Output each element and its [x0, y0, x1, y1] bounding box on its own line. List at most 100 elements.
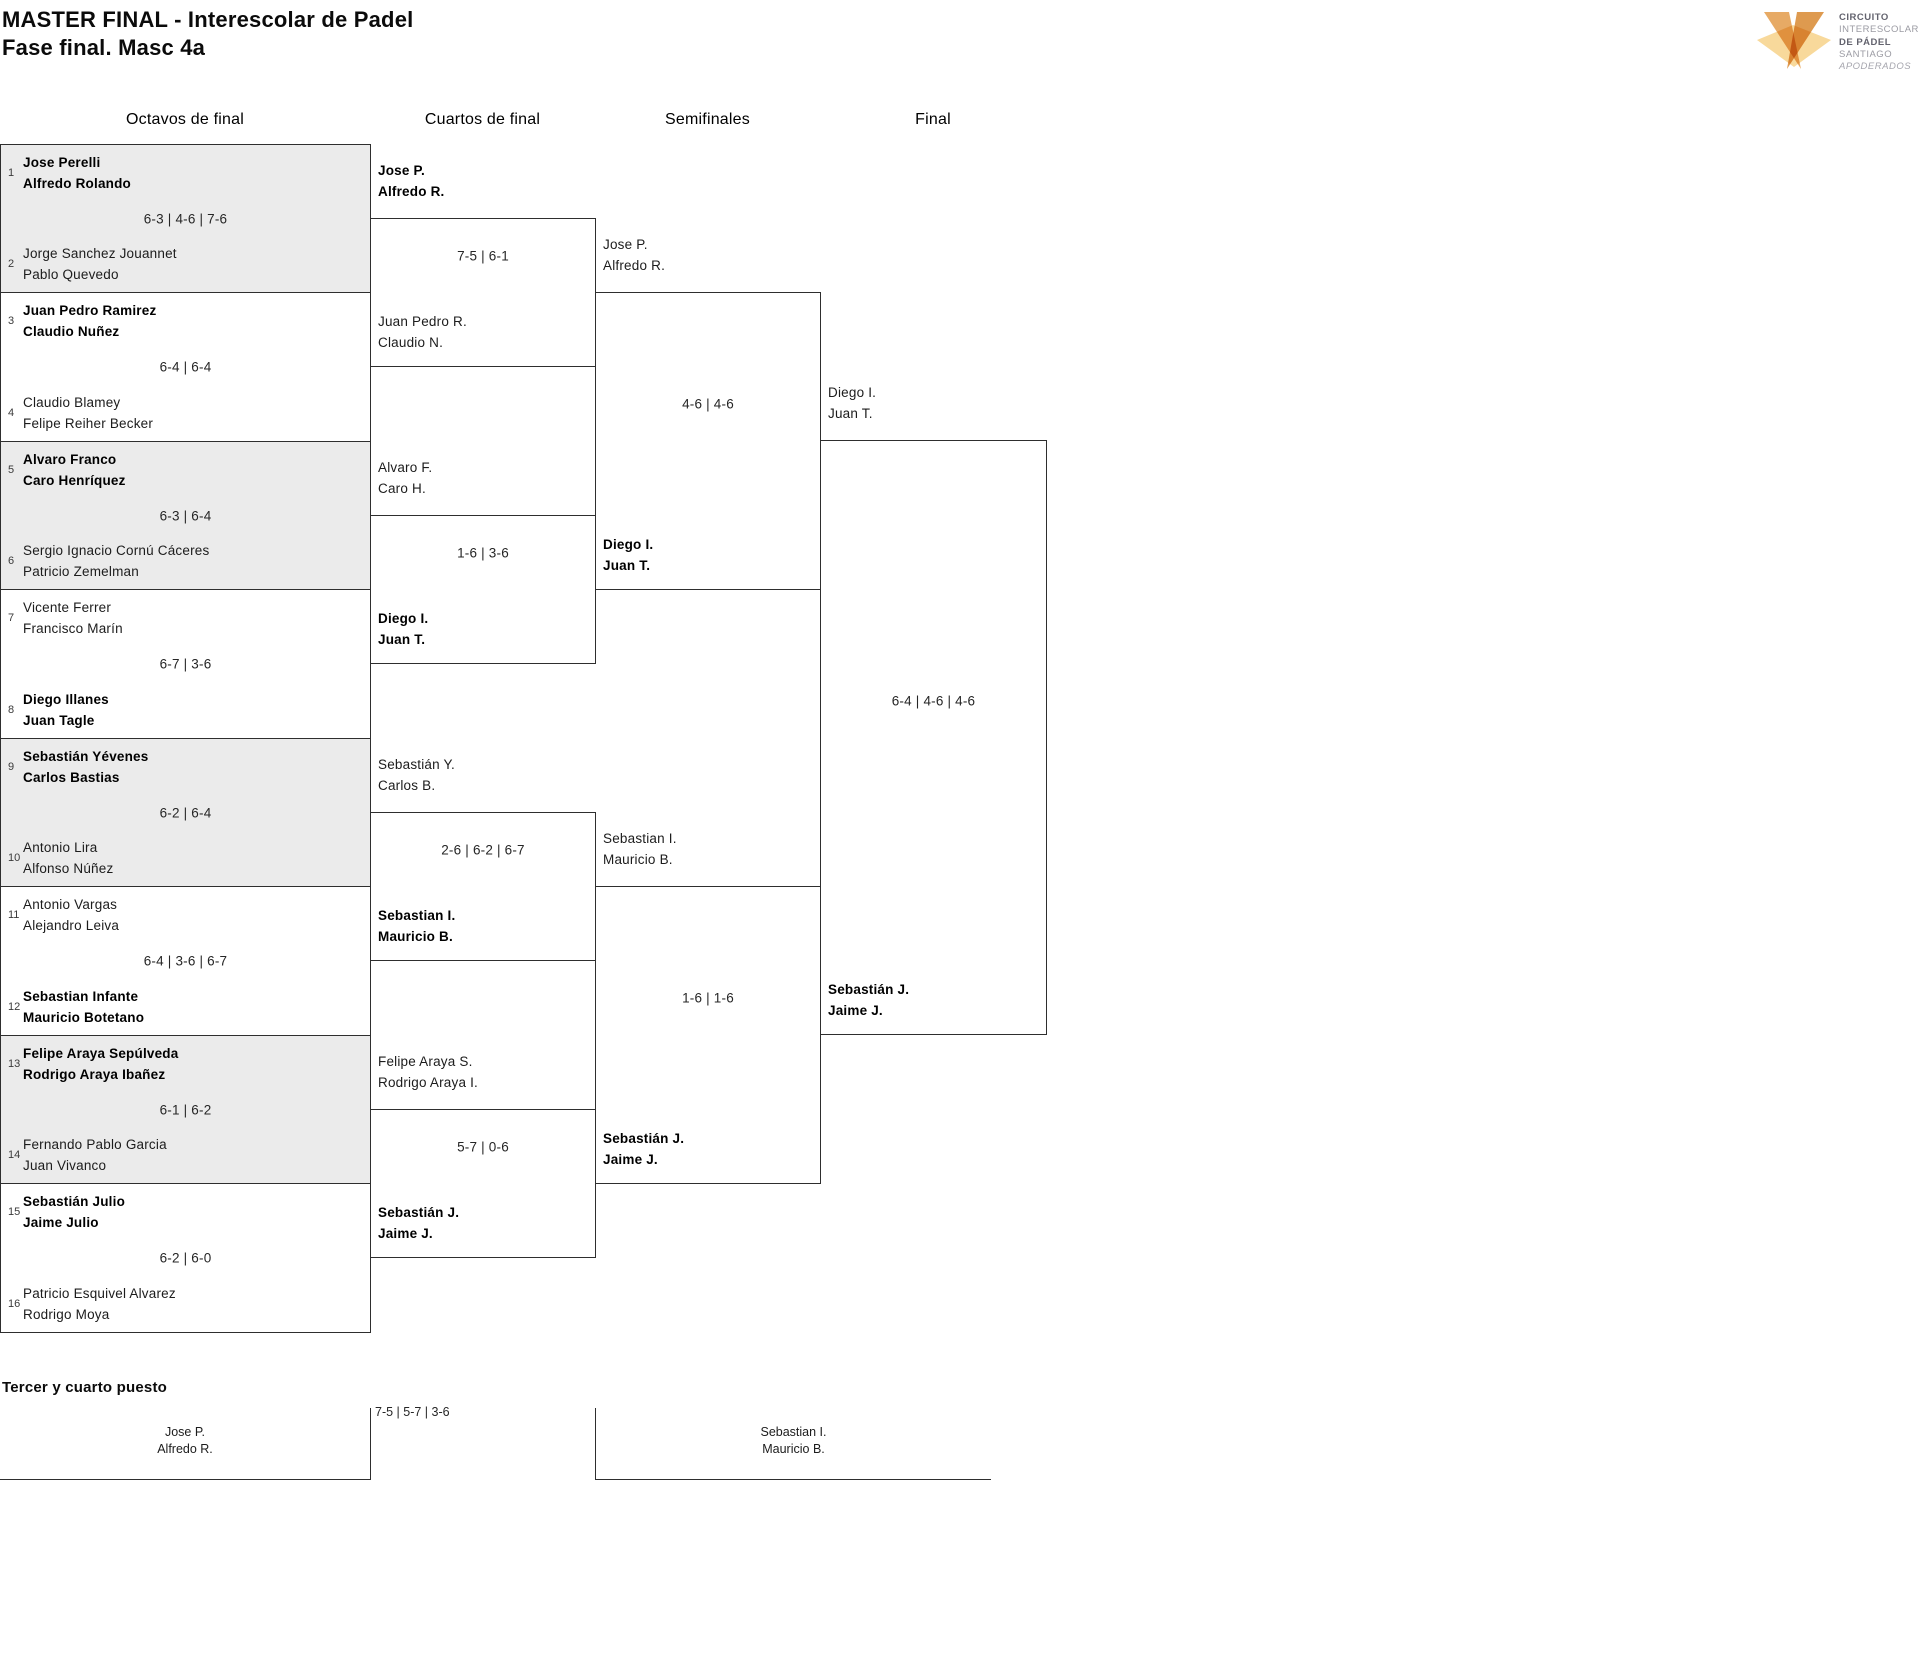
seed-number: 8	[8, 704, 15, 716]
column-header-octavos: Octavos de final	[126, 111, 244, 128]
seed-number: 1	[8, 167, 15, 179]
third-place-left-slot: Jose P.Alfredo R.	[0, 1408, 371, 1480]
match-score: 6-3 | 4-6 | 7-6	[143, 211, 228, 226]
match-score: 6-2 | 6-0	[159, 1250, 212, 1266]
phase-subtitle: Fase final. Masc 4a	[2, 35, 206, 60]
match-score: 5-7 | 0-6	[457, 1139, 509, 1154]
seed-number: 14	[8, 1149, 21, 1161]
seed-number: 16	[8, 1298, 21, 1310]
match-score: 6-4 | 3-6 | 6-7	[143, 953, 228, 969]
team-names: Jose P.Alfredo R.	[603, 237, 666, 273]
seed-number: 7	[8, 612, 15, 624]
match-score: 1-6 | 3-6	[457, 545, 509, 560]
seed-number: 10	[8, 852, 21, 864]
circuito-logo-icon	[1757, 12, 1831, 69]
team-names: Sebastián J.Jaime J.	[828, 982, 910, 1018]
team-names: Alvaro F.Caro H.	[378, 460, 433, 496]
match-score: 6-7 | 3-6	[159, 656, 212, 672]
column-header-final: Final	[915, 111, 951, 128]
team-names: Jose P.Alfredo R.	[378, 163, 445, 199]
third-place-heading: Tercer y cuarto puesto	[2, 1379, 168, 1396]
match-score: 6-2 | 6-4	[159, 805, 212, 820]
match-semifinal-1: Jose P.Alfredo R. 4-6 | 4-6 Diego I.Juan…	[595, 237, 821, 590]
match-score: 6-4 | 6-4	[159, 359, 212, 375]
match-score: 6-3 | 6-4	[159, 508, 212, 523]
match-cuartos-1: Jose P.Alfredo R. 7-5 | 6-1 Juan Pedro R…	[370, 163, 596, 367]
seed-number: 12	[8, 1001, 21, 1013]
match-cuartos-4: Felipe Araya S.Rodrigo Araya I. 5-7 | 0-…	[370, 1054, 596, 1258]
seed-number: 6	[8, 555, 15, 567]
match-score: 7-5 | 6-1	[457, 248, 509, 263]
team-names: Sebastian I.Mauricio B.	[603, 831, 677, 867]
team-names: Diego I.Juan T.	[828, 385, 877, 421]
third-place-right-slot: Sebastian I.Mauricio B.	[595, 1408, 991, 1480]
team-names: Sebastian I.Mauricio B.	[378, 908, 456, 944]
seed-number: 4	[8, 407, 15, 419]
team-names: Felipe Araya S.Rodrigo Araya I.	[378, 1054, 479, 1090]
match-semifinal-2: Sebastian I.Mauricio B. 1-6 | 1-6 Sebast…	[595, 831, 821, 1184]
team-names: Diego I.Juan T.	[603, 537, 654, 573]
team-names: Juan Pedro R.Claudio N.	[378, 314, 467, 350]
team-names: Sebastián J.Jaime J.	[603, 1131, 685, 1167]
seed-number: 13	[8, 1058, 21, 1070]
match-cuartos-2: Alvaro F.Caro H. 1-6 | 3-6 Diego I.Juan …	[370, 460, 596, 664]
team-names: Sebastián Y.Carlos B.	[378, 757, 455, 793]
page-title: MASTER FINAL - Interescolar de Padel Fas…	[2, 6, 413, 62]
match-cuartos-3: Sebastián Y.Carlos B. 2-6 | 6-2 | 6-7 Se…	[370, 757, 596, 961]
seed-number: 11	[8, 909, 20, 921]
match-final: Diego I.Juan T. 6-4 | 4-6 | 4-6 Sebastiá…	[820, 385, 1047, 1035]
match-score: 2-6 | 6-2 | 6-7	[441, 842, 525, 857]
team-names: Diego I.Juan T.	[378, 611, 429, 647]
team-names: Sebastián J.Jaime J.	[378, 1205, 460, 1241]
seed-number: 9	[8, 761, 15, 773]
seed-number: 15	[8, 1206, 21, 1218]
team-names: Sebastian I.Mauricio B.	[760, 1425, 827, 1456]
seed-number: 2	[8, 258, 15, 270]
match-score: 6-4 | 4-6 | 4-6	[891, 693, 976, 708]
third-place-score: 7-5 | 5-7 | 3-6	[375, 1405, 450, 1419]
column-header-cuartos: Cuartos de final	[424, 111, 541, 128]
seed-number: 5	[8, 464, 15, 476]
match-score: 4-6 | 4-6	[682, 396, 734, 412]
seed-number: 3	[8, 315, 15, 327]
logo-wordmark: CIRCUITO INTERESCOLAR DE PÁDEL SANTIAGO …	[1839, 12, 1919, 73]
match-score: 6-1 | 6-2	[159, 1102, 212, 1117]
